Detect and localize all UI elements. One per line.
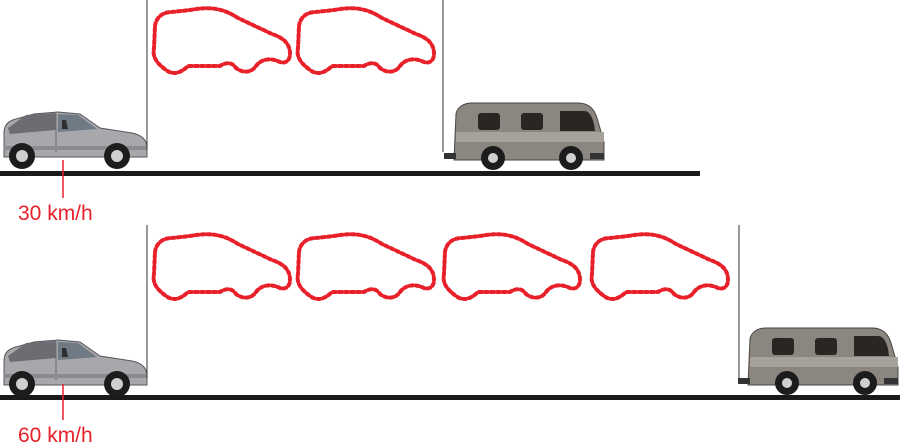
road-line [0, 395, 900, 400]
car-length-outline [151, 232, 292, 301]
car-length-outline [295, 6, 436, 75]
car-length-outline [151, 6, 292, 75]
car-length-outline [589, 232, 730, 301]
van [737, 327, 899, 396]
road-line [0, 171, 700, 176]
car-length-outline [295, 232, 436, 301]
speed-label-30: 30 km/h [18, 202, 93, 225]
speed-label-60: 60 km/h [18, 424, 93, 447]
scenario-1 [0, 0, 700, 198]
front-car [3, 111, 148, 170]
car-length-outline [441, 232, 582, 301]
scenario-2 [0, 225, 900, 420]
front-car [3, 339, 148, 398]
van [443, 102, 605, 171]
